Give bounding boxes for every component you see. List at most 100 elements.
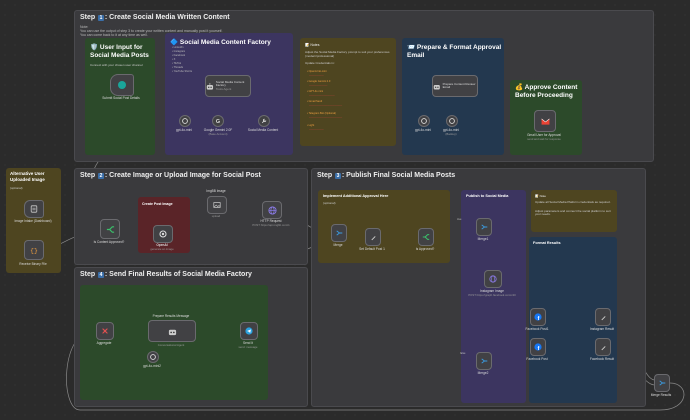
instagram-image-label: Instagram Image (480, 289, 504, 293)
gpt-backup-node[interactable] (446, 115, 458, 127)
notes-item: • Google Gemini 2.0 (307, 80, 331, 83)
openai-sub: generate an image (150, 247, 174, 251)
gemini-node[interactable]: G (212, 115, 224, 127)
step1-note-line: You can use the output of step 3 to crea… (80, 29, 223, 33)
prepare-results-label: Prepare Results Message (152, 314, 190, 318)
instagram-image-node[interactable] (484, 270, 502, 288)
set-default-node[interactable] (365, 228, 381, 246)
http-request-node[interactable] (262, 201, 282, 219)
form-icon (30, 205, 38, 213)
prepare-results-node[interactable] (148, 320, 196, 342)
imgbb-sub: upload (211, 214, 221, 218)
gemini-sub: (Base Account) (208, 132, 228, 136)
merge-icon (335, 230, 342, 236)
step1-note-line: Note: (80, 25, 89, 29)
facebook-result-node[interactable] (595, 338, 611, 356)
notes-item: • Telegram Bot (Optional) (307, 112, 336, 115)
false-branch-label: false (460, 352, 466, 355)
gemini-label: Google Gemini 2.0F (203, 128, 233, 132)
openai-image-node[interactable] (153, 225, 173, 243)
aggregate-icon (102, 328, 108, 334)
facebook-post2-node[interactable]: f (530, 338, 546, 356)
aggregate-node[interactable] (96, 322, 114, 340)
merge2-node[interactable] (476, 352, 492, 370)
credentials-title: 📝 Note (535, 194, 546, 198)
submit-form-node[interactable] (110, 74, 134, 96)
if-split-icon (422, 234, 430, 240)
submit-form-label: Submit Social Post Details (102, 96, 140, 100)
facebook-post-node[interactable]: f (530, 308, 546, 326)
pencil-icon (600, 315, 606, 320)
prepare-title: 📨 Prepare & Format Approval Email (407, 44, 502, 59)
gmail-approval-node[interactable] (534, 110, 556, 132)
facebook-icon: f (534, 343, 542, 351)
user-input-title: 🛡️ User Input for Social Media Posts (90, 44, 149, 59)
merge-node[interactable] (331, 224, 347, 242)
pencil-icon (600, 345, 606, 350)
instagram-result-node[interactable] (595, 308, 611, 326)
robot-icon (433, 84, 440, 90)
gmail-approval-label: Gmail User for Approval (527, 133, 561, 137)
http-request-sub: POST https://api.imgbb.com/1 (252, 223, 290, 227)
social-content-label: Social Media Content (247, 128, 279, 132)
openai-icon (150, 354, 156, 360)
gpt-node[interactable] (179, 115, 191, 127)
gmail-icon (540, 118, 550, 125)
svg-text:{}: {} (30, 247, 38, 254)
google-icon: G (216, 119, 220, 124)
imgbb-label: ImgBB Image (206, 189, 226, 193)
gpt-label: gpt-4o-mini (415, 128, 431, 132)
gpt-node[interactable] (418, 115, 430, 127)
receive-binary-node[interactable]: {} (24, 240, 44, 260)
imgbb-node[interactable] (207, 196, 227, 214)
social-content-node[interactable] (258, 115, 270, 127)
notes-item: • GPT-4o mini (307, 90, 324, 93)
platform-item: • YouTube Shorts (172, 70, 193, 73)
user-input-note: 🛡️ User Input for Social Media Posts Con… (85, 38, 155, 155)
merge1-label: Merge1 (477, 237, 489, 241)
merge1-node[interactable] (476, 218, 492, 236)
step1-title: Step 1: Create Social Media Written Cont… (80, 14, 230, 21)
globe-icon (489, 275, 497, 283)
format-results-title: Format Results (533, 241, 561, 245)
notes-panel: 📝 Notes Adjust the Social Media Factory … (300, 38, 396, 146)
merge-icon (480, 224, 487, 230)
robot-icon (206, 82, 214, 90)
code-brackets-icon: {} (30, 247, 38, 254)
is-approved-node[interactable] (418, 228, 434, 246)
openai-icon (159, 230, 167, 238)
notes-item-detail: ──────── (309, 74, 324, 77)
openai-icon (182, 118, 188, 124)
notes-item-detail: ────────── (309, 84, 328, 87)
platform-item: • X (172, 58, 176, 61)
prepare-email-agent-node[interactable]: Prepare Content Review Email (432, 75, 478, 97)
notes-item: • Light (307, 124, 315, 127)
if-split-icon (106, 225, 114, 233)
gpt-node[interactable] (147, 351, 159, 363)
is-content-approved-node[interactable] (100, 219, 120, 239)
telegram-icon (245, 327, 253, 335)
facebook-post2-label: Facebook Post (526, 357, 548, 361)
platform-item: • Instagram (172, 50, 186, 53)
facebook-result-label: Facebook Result (590, 357, 614, 361)
robot-icon (168, 329, 176, 335)
gpt-label: gpt-4o-mini (176, 128, 192, 132)
merge-results-node[interactable] (654, 374, 670, 392)
results-note (80, 285, 268, 400)
approval-title: Implement Additional Approval Here (323, 194, 389, 198)
merge-icon (658, 380, 665, 386)
send-telegram-node[interactable] (240, 322, 258, 340)
credentials-note: 📝 Note Update all Social Media Platform … (531, 190, 617, 232)
send-telegram-sub: send: message (238, 345, 258, 349)
openai-label: OpenAI (156, 243, 168, 247)
notes-header: Update Credentials in: (305, 61, 335, 65)
notes-title: 📝 Notes (305, 43, 320, 47)
image-intake-node[interactable] (24, 200, 44, 218)
user-input-sub: Connect with your chosen user channel (90, 63, 143, 67)
globe-icon (267, 205, 277, 215)
svg-text:G: G (216, 119, 220, 124)
openai-icon (421, 118, 427, 124)
gpt-backup-sub: (Backup) (445, 132, 457, 136)
